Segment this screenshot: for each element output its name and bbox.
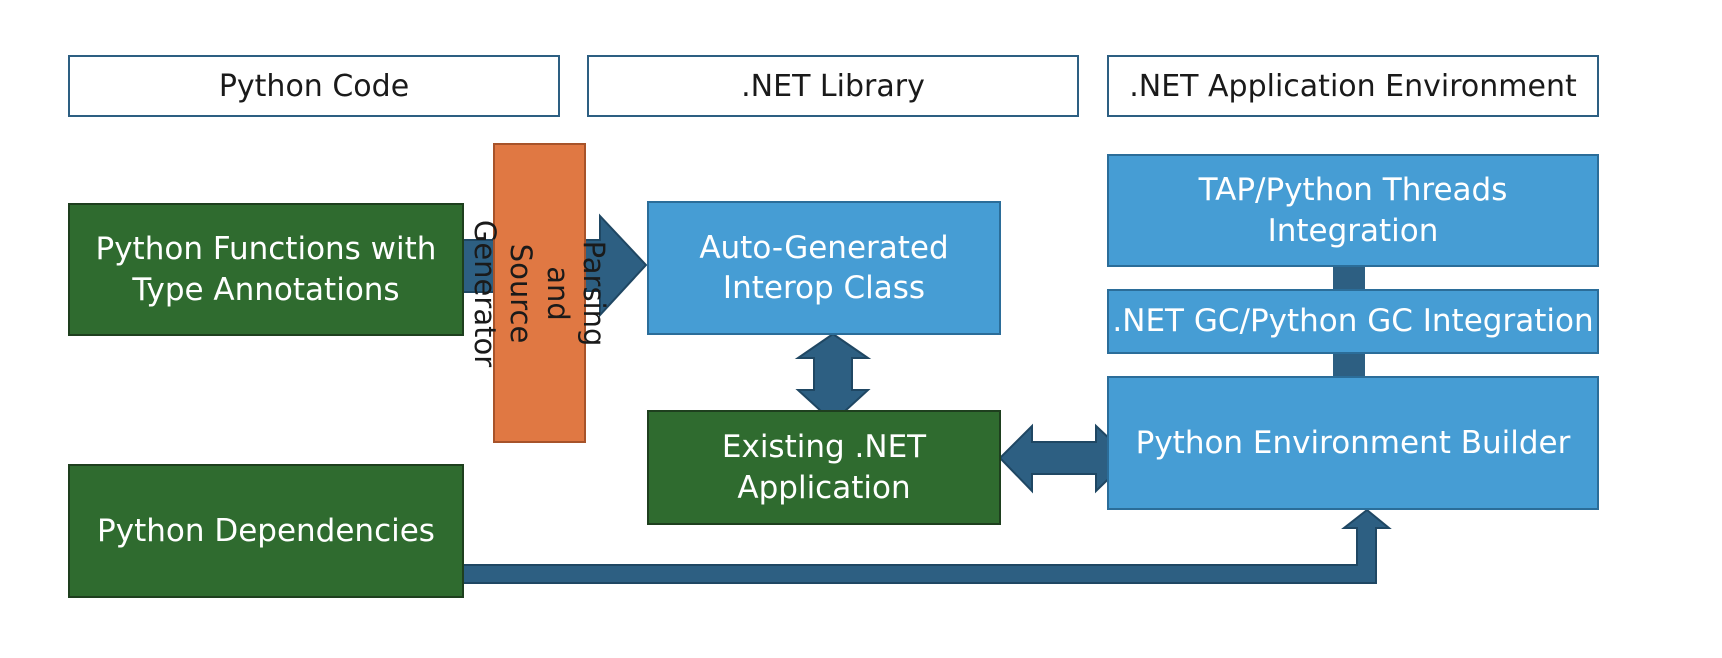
existing-net-app-label: Existing .NET Application [721,429,927,506]
python-dependencies-box: Python Dependencies [68,464,464,598]
header-net-app-environment: .NET Application Environment [1107,55,1599,117]
python-functions-box: Python Functions with Type Annotations [68,203,464,336]
python-dependencies-label: Python Dependencies [97,512,435,549]
tap-gc-connector [1333,266,1365,290]
tap-threads-label: TAP/Python Threads Integration [1198,172,1508,249]
gc-builder-connector [1333,352,1365,378]
dependencies-to-env-builder-arrow [461,508,1392,584]
existing-net-app-box: Existing .NET Application [647,410,1001,525]
gc-integration-label: .NET GC/Python GC Integration [1112,303,1594,340]
generator-to-interop-arrow [583,213,648,318]
header-net-app-environment-label: .NET Application Environment [1129,68,1577,104]
header-python-code-label: Python Code [218,68,410,104]
header-net-library: .NET Library [587,55,1079,117]
interop-class-label: Auto-Generated Interop Class [699,229,949,306]
env-builder-box: Python Environment Builder [1107,376,1599,510]
parser-generator-label: Parsing and Source Generator [468,219,612,367]
gc-integration-box: .NET GC/Python GC Integration [1107,289,1599,354]
header-net-library-label: .NET Library [741,68,925,104]
env-builder-label: Python Environment Builder [1135,424,1571,461]
tap-threads-box: TAP/Python Threads Integration [1107,154,1599,267]
interop-existing-app-double-arrow [794,332,872,424]
header-python-code: Python Code [68,55,560,117]
interop-class-box: Auto-Generated Interop Class [647,201,1001,335]
parser-generator-box: Parsing and Source Generator [468,143,611,443]
python-functions-label: Python Functions with Type Annotations [95,231,437,308]
